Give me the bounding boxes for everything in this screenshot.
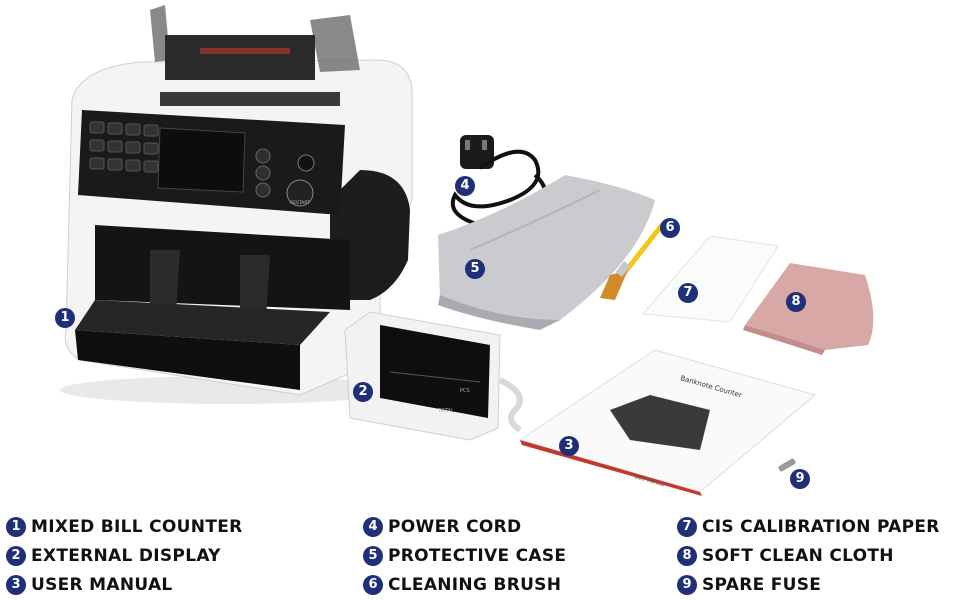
callout-badge-4: 4 (455, 176, 475, 196)
callout-badge-7: 7 (678, 283, 698, 303)
legend-item: 3 USER MANUAL (6, 570, 326, 599)
user-manual: Banknote Counter User Manual (518, 349, 817, 496)
legend-label: USER MANUAL (31, 574, 173, 595)
callout-badge-5: 5 (465, 259, 485, 279)
spare-fuse (778, 458, 796, 472)
bill-counter-machine: RESTART (60, 5, 413, 404)
legend-item: 6 CLEANING BRUSH (363, 570, 683, 599)
callout-badge-2: 2 (353, 382, 373, 402)
legend-label: EXTERNAL DISPLAY (31, 545, 221, 566)
legend-item: 1 MIXED BILL COUNTER (6, 512, 326, 541)
legend-label: SOFT CLEAN CLOTH (702, 545, 894, 566)
legend-number: 9 (677, 574, 697, 595)
legend-column-3: 7 CIS CALIBRATION PAPER 8 SOFT CLEAN CLO… (677, 512, 970, 599)
legend-item: 7 CIS CALIBRATION PAPER (677, 512, 970, 541)
callout-badge-6: 6 (660, 218, 680, 238)
legend-label: CLEANING BRUSH (388, 574, 562, 595)
legend-label: SPARE FUSE (702, 574, 822, 595)
legend-label: PROTECTIVE CASE (388, 545, 567, 566)
legend-number: 4 (363, 516, 383, 537)
display-pcs-label: PCS (460, 388, 470, 394)
legend-number: 8 (677, 545, 697, 566)
callout-badge-8: 8 (786, 292, 806, 312)
legend-column-2: 4 POWER CORD 5 PROTECTIVE CASE 6 CLEANIN… (363, 512, 683, 599)
external-display: PCS TOTAL (344, 311, 523, 441)
callout-badge-3: 3 (559, 436, 579, 456)
legend-number: 2 (6, 545, 26, 566)
legend-column-1: 1 MIXED BILL COUNTER 2 EXTERNAL DISPLAY … (6, 512, 326, 599)
display-total-label: TOTAL (437, 408, 454, 414)
legend-item: 5 PROTECTIVE CASE (363, 541, 683, 570)
restart-button-label: RESTART (290, 200, 310, 206)
legend-label: MIXED BILL COUNTER (31, 516, 243, 537)
legend-item: 9 SPARE FUSE (677, 570, 970, 599)
cleaning-brush (600, 222, 665, 300)
legend-label: CIS CALIBRATION PAPER (702, 516, 940, 537)
legend-item: 2 EXTERNAL DISPLAY (6, 541, 326, 570)
soft-clean-cloth (743, 263, 874, 355)
calibration-paper (641, 235, 779, 323)
legend-number: 1 (6, 516, 26, 537)
callout-badge-9: 9 (790, 469, 810, 489)
legend-number: 6 (363, 574, 383, 595)
protective-case (438, 175, 655, 330)
product-photo: RESTART PCS TOTAL (60, 5, 874, 496)
legend-number: 7 (677, 516, 697, 537)
legend-number: 5 (363, 545, 383, 566)
legend-item: 4 POWER CORD (363, 512, 683, 541)
legend-number: 3 (6, 574, 26, 595)
legend-item: 8 SOFT CLEAN CLOTH (677, 541, 970, 570)
callout-badge-1: 1 (55, 308, 75, 328)
legend-label: POWER CORD (388, 516, 522, 537)
